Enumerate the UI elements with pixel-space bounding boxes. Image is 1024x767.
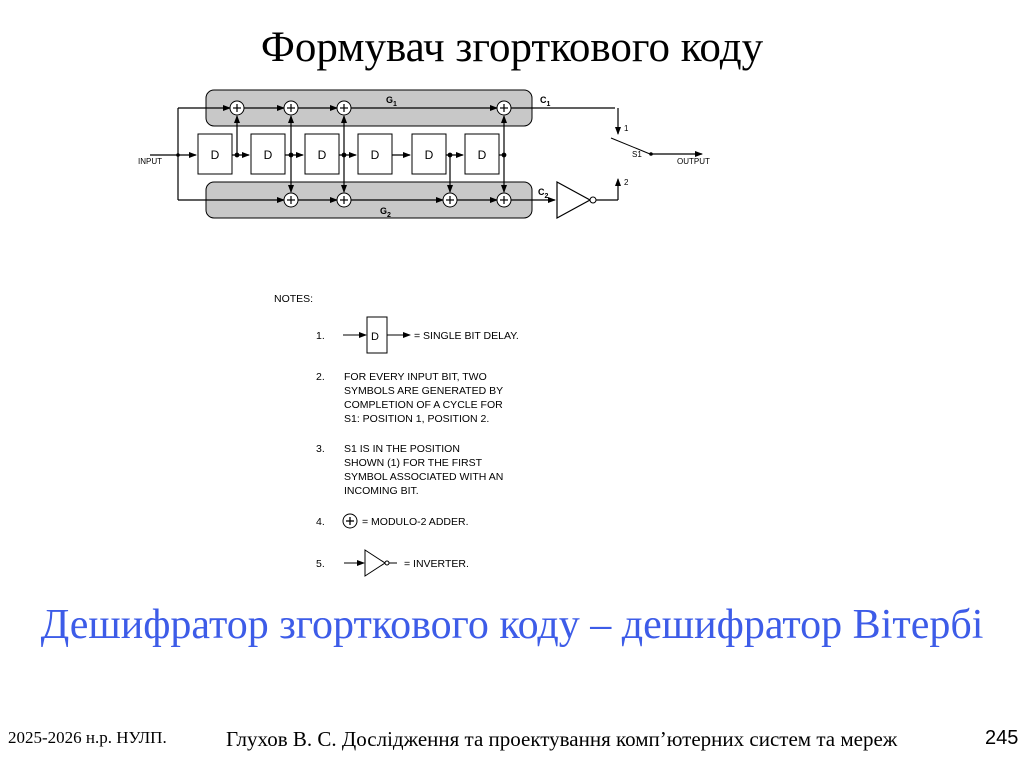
svg-text:D: D <box>371 331 379 343</box>
svg-text:= MODULO-2 ADDER.: = MODULO-2 ADDER. <box>362 516 468 528</box>
svg-text:INCOMING BIT.: INCOMING BIT. <box>344 485 419 497</box>
svg-text:5.: 5. <box>316 558 325 570</box>
slide-title: Формувач згорткового коду <box>260 24 764 71</box>
switch-s1 <box>610 108 703 157</box>
svg-text:4.: 4. <box>316 516 325 528</box>
svg-text:COMPLETION OF A CYCLE FOR: COMPLETION OF A CYCLE FOR <box>344 399 503 411</box>
s1-label: S1 <box>632 150 642 159</box>
page-number: 245 <box>985 727 1019 749</box>
slide-subtitle: Дешифратор згорткового коду – дешифратор… <box>40 602 984 648</box>
svg-text:= INVERTER.: = INVERTER. <box>404 558 469 570</box>
svg-text:D: D <box>478 148 487 162</box>
svg-text:1.: 1. <box>316 330 325 342</box>
c2-label: C2 <box>538 187 549 200</box>
c1-label: C1 <box>540 95 551 108</box>
notes-header: NOTES: <box>274 293 313 305</box>
switch-pos2-label: 2 <box>624 178 629 187</box>
delay-chain: D D D D D D <box>197 133 505 175</box>
switch-pos1-label: 1 <box>624 124 629 133</box>
svg-text:D: D <box>371 148 380 162</box>
svg-text:3.: 3. <box>316 443 325 455</box>
output-label: OUTPUT <box>677 157 710 166</box>
convolutional-encoder-diagram: G1 G2 INPUT OUTPUT C1 C2 S1 1 2 D D D D … <box>138 89 710 577</box>
g1-label: G1 <box>386 95 397 108</box>
svg-text:FOR EVERY INPUT BIT, TWO: FOR EVERY INPUT BIT, TWO <box>344 371 487 383</box>
footer-year: 2025-2026 н.р. НУЛП. <box>8 728 167 747</box>
svg-text:SYMBOLS ARE GENERATED BY: SYMBOLS ARE GENERATED BY <box>344 385 503 397</box>
svg-text:D: D <box>211 148 220 162</box>
svg-text:D: D <box>264 148 273 162</box>
input-label: INPUT <box>138 157 162 166</box>
notes-section: NOTES: 1. D = SINGLE BIT DELAY. 2. FOR E… <box>274 293 519 577</box>
svg-text:D: D <box>425 148 434 162</box>
svg-text:SHOWN (1) FOR THE FIRST: SHOWN (1) FOR THE FIRST <box>344 457 483 469</box>
svg-text:D: D <box>318 148 327 162</box>
svg-text:2.: 2. <box>316 371 325 383</box>
inverter-symbol <box>556 178 621 220</box>
svg-text:SYMBOL ASSOCIATED WITH AN: SYMBOL ASSOCIATED WITH AN <box>344 471 503 483</box>
footer-author: Глухов В. С. Дослідження та проектування… <box>226 727 898 751</box>
svg-text:S1 IS IN THE POSITION: S1 IS IN THE POSITION <box>344 443 460 455</box>
g2-label: G2 <box>380 206 391 219</box>
svg-text:S1: POSITION 1, POSITION 2.: S1: POSITION 1, POSITION 2. <box>344 413 489 425</box>
svg-text:= SINGLE BIT DELAY.: = SINGLE BIT DELAY. <box>414 330 519 342</box>
